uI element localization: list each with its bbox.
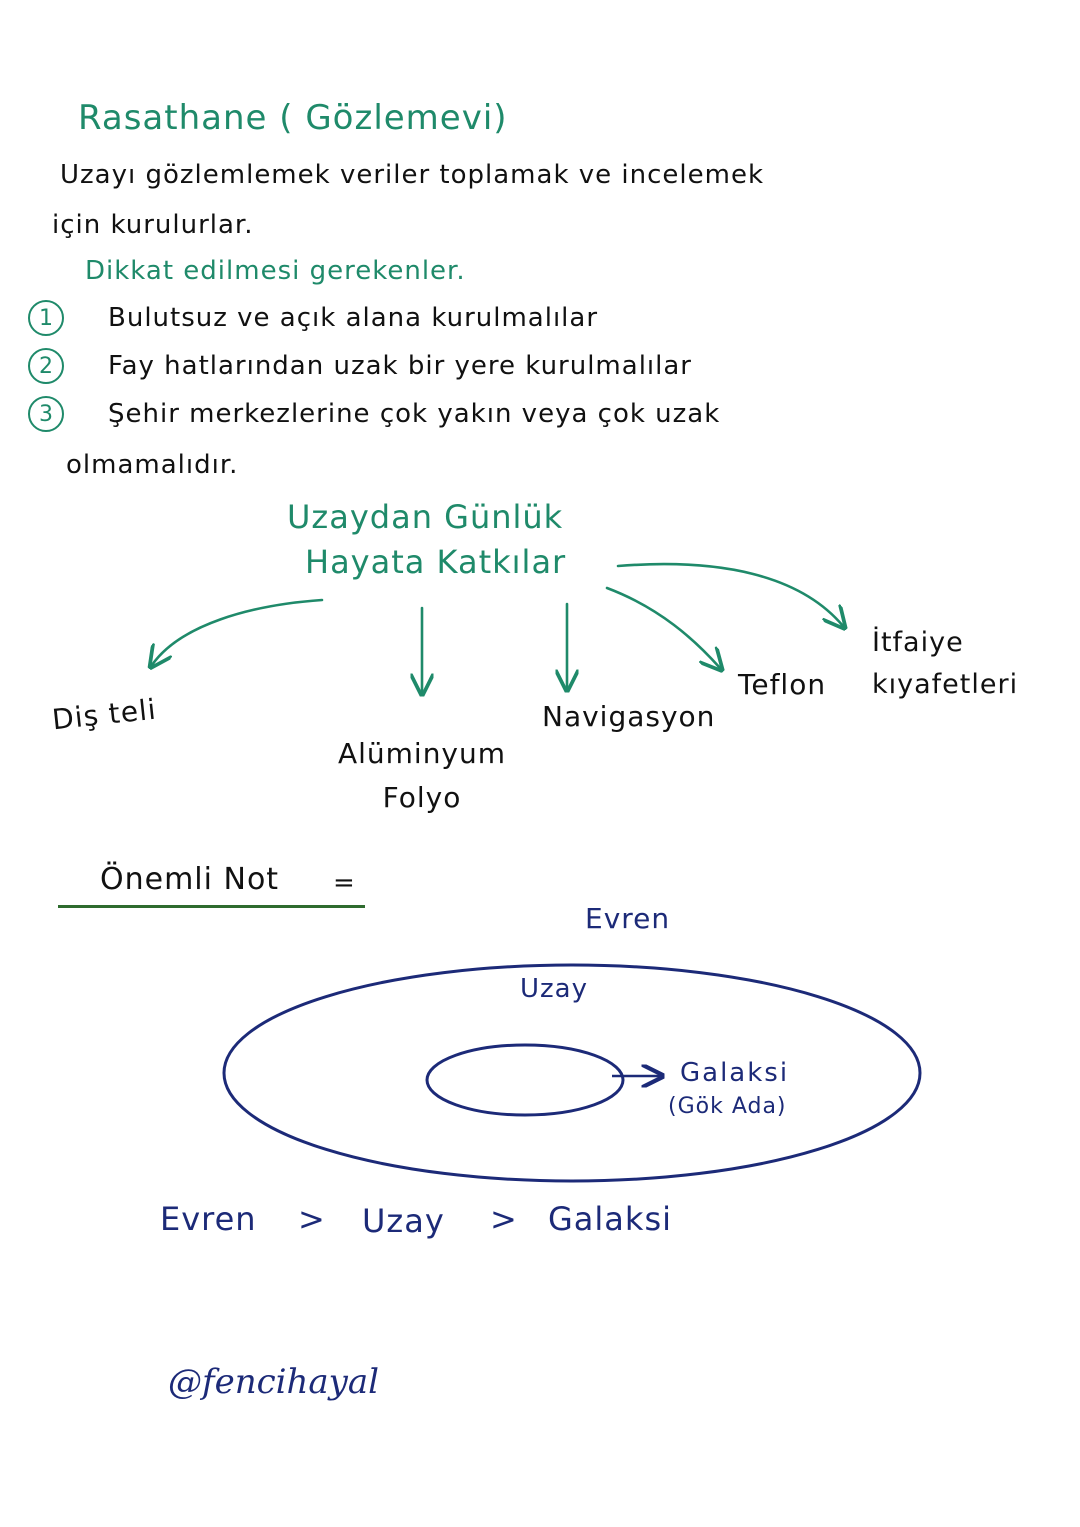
mindmap-center-line-2: Hayata Katkılar — [305, 543, 567, 581]
attention-item: 2 Fay hatlarından uzak bir yere kurulmal… — [28, 346, 692, 386]
intro-line-2: için kurulurlar. — [52, 210, 254, 240]
galaxy-ellipse — [425, 1043, 625, 1117]
arrow-to-dis-teli — [152, 598, 324, 665]
mindmap-item-aluminyum: Alüminyum Folyo — [337, 737, 507, 814]
mindmap-item-navigasyon: Navigasyon — [542, 700, 716, 733]
order-separator: > — [490, 1200, 517, 1238]
order-galaksi: Galaksi — [548, 1200, 672, 1238]
attention-item: 3 Şehir merkezlerine çok yakın veya çok … — [28, 394, 720, 434]
number-badge: 3 — [28, 396, 64, 432]
space-ellipse — [222, 963, 922, 1183]
signature: @fencihayal — [168, 1362, 380, 1402]
order-separator: > — [298, 1200, 325, 1238]
number-badge: 2 — [28, 348, 64, 384]
page-title: Rasathane ( Gözlemevi) — [78, 98, 508, 138]
order-evren: Evren — [160, 1200, 257, 1238]
attention-item-text: Şehir merkezlerine çok yakın veya çok uz… — [108, 399, 721, 429]
diagram-outer-label: Evren — [585, 902, 671, 935]
attention-item-text: Bulutsuz ve açık alana kurulmalılar — [108, 303, 599, 333]
order-uzay: Uzay — [362, 1202, 445, 1240]
attention-item-text: Fay hatlarından uzak bir yere kurulmalıl… — [108, 351, 692, 381]
number-badge: 1 — [28, 300, 64, 336]
diagram-inner-sublabel: (Gök Ada) — [668, 1094, 787, 1119]
note-underline — [58, 905, 365, 908]
attention-continuation: olmamalıdır. — [66, 450, 239, 480]
intro-line-1: Uzayı gözlemlemek veriler toplamak ve in… — [60, 160, 765, 190]
mindmap-item-itfaiye: İtfaiye kıyafetleri — [872, 627, 1019, 700]
arrow-to-teflon — [605, 586, 720, 668]
diagram-inner-label: Galaksi — [680, 1058, 790, 1088]
note-symbol: = — [333, 868, 355, 898]
attention-item: 1 Bulutsuz ve açık alana kurulmalılar — [28, 298, 598, 338]
mindmap-item-teflon: Teflon — [738, 668, 827, 701]
arrow-to-itfaiye — [616, 562, 843, 626]
attention-heading: Dikkat edilmesi gerekenler. — [85, 256, 466, 286]
note-heading: Önemli Not — [100, 862, 280, 897]
diagram-middle-label: Uzay — [520, 974, 588, 1004]
mindmap-center-line-1: Uzaydan Günlük — [287, 498, 564, 536]
